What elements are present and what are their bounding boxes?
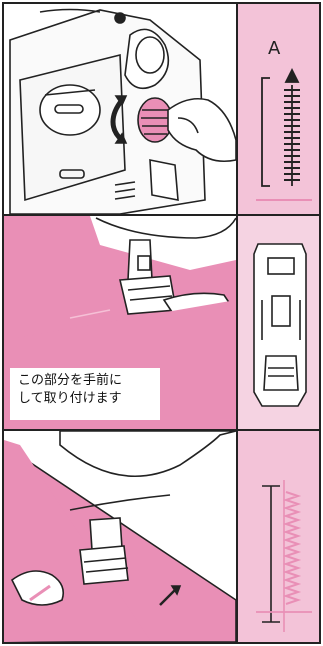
bottom-right-panel xyxy=(238,431,319,642)
sewing-machine-dial-illustration xyxy=(9,8,237,215)
presser-foot-closeup-icon xyxy=(253,243,307,407)
divider-vertical xyxy=(236,4,238,642)
sewing-fabric-illustration xyxy=(3,430,237,643)
presser-foot-attachment-illustration xyxy=(4,216,237,429)
divider-bottom xyxy=(4,429,319,431)
top-right-panel xyxy=(238,4,319,214)
attachment-caption: この部分を手前に して取り付けます xyxy=(18,373,123,406)
zigzag-stitch-sample-icon xyxy=(256,480,312,632)
divider-top xyxy=(4,214,319,216)
stitch-setting-label: A xyxy=(268,38,281,59)
stitch-length-scale-icon xyxy=(256,67,312,201)
